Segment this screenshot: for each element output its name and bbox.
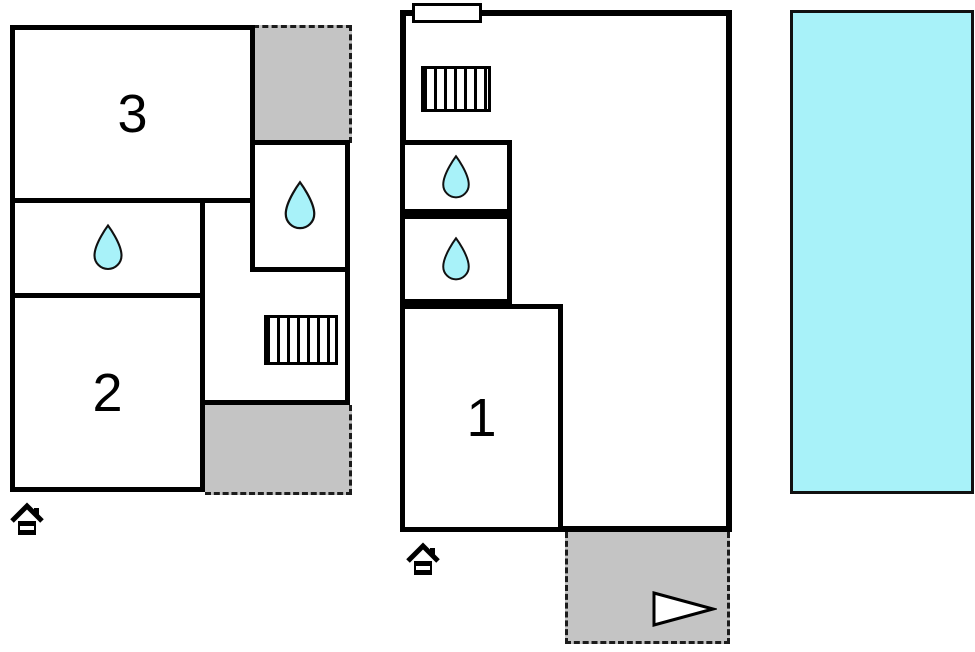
right-plan-terrace: [565, 532, 730, 644]
left-plan-terrace-top: [253, 25, 352, 143]
left-plan-terrace-bottom: [205, 405, 352, 495]
room-label: 3: [117, 84, 148, 144]
right-plan-bathroom-2: [400, 214, 512, 304]
right-plan: 1: [380, 0, 760, 652]
water-drop-icon: [281, 180, 319, 232]
entrance-arrow-icon: [651, 590, 717, 628]
stairs-icon: [264, 315, 338, 365]
stairs-icon: [421, 66, 491, 112]
house-icon: [404, 542, 442, 578]
house-icon: [8, 502, 46, 538]
water-drop-icon: [439, 236, 473, 283]
water-drop-icon: [90, 223, 126, 273]
water-drop-icon: [439, 154, 473, 201]
left-plan-room-3: 3: [10, 25, 255, 203]
room-label: 1: [466, 388, 497, 448]
right-plan-bathroom-1: [400, 140, 512, 214]
left-plan-washroom: [10, 198, 205, 298]
swimming-pool: [790, 10, 974, 494]
left-plan-room-2: 2: [10, 293, 205, 492]
room-label: 2: [92, 362, 123, 423]
right-plan-vent: [412, 3, 482, 23]
left-plan: 3 2: [0, 0, 380, 652]
left-plan-bathroom: [250, 140, 350, 272]
right-plan-room-1: 1: [400, 304, 563, 532]
